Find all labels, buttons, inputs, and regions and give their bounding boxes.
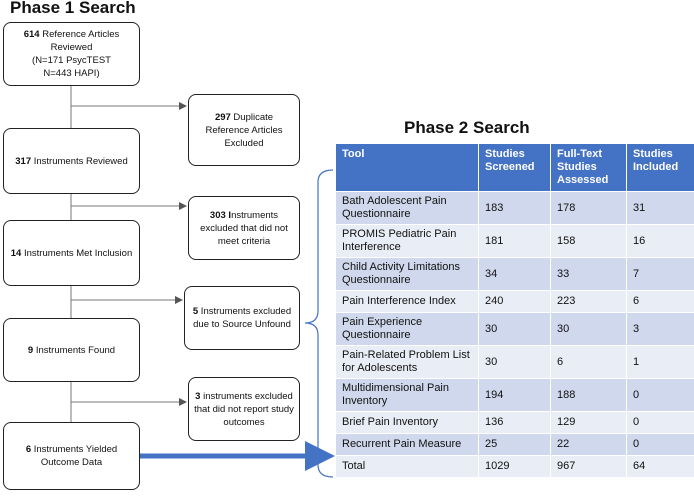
box-count: 3 <box>195 390 201 402</box>
value-cell: 64 <box>626 455 694 478</box>
box-text: Instruments Found <box>33 344 116 356</box>
flow-box-duplicates-excluded: 297 Duplicate Reference Articles Exclude… <box>188 94 300 166</box>
flow-box-articles-reviewed: 614 Reference Articles Reviewed (N=171 P… <box>3 22 140 86</box>
box-text: Instruments Yielded Outcome Data <box>31 444 118 468</box>
flow-box-instruments-reviewed: 317 Instruments Reviewed <box>3 128 140 194</box>
value-cell: 33 <box>550 257 627 291</box>
flow-box-no-outcomes: 3 instruments excluded that did not repo… <box>188 377 300 441</box>
box-count: 6 <box>25 444 32 455</box>
box-count: 14 <box>10 247 22 259</box>
tool-cell: Pain Interference Index <box>335 290 479 313</box>
value-cell: 0 <box>626 411 694 434</box>
value-cell: 188 <box>550 378 627 412</box>
value-cell: 967 <box>550 455 627 478</box>
value-cell: 6 <box>626 290 694 313</box>
value-cell: 7 <box>626 257 694 291</box>
tool-cell: PROMIS Pediatric Pain Interference <box>335 224 479 258</box>
value-cell: 0 <box>626 433 694 456</box>
box-text: instruments excluded that did not report… <box>194 390 294 428</box>
box-count: 317 <box>15 155 32 167</box>
value-cell: 178 <box>550 191 627 225</box>
column-header: Studies Screened <box>478 143 551 192</box>
value-cell: 30 <box>478 312 551 346</box>
value-cell: 183 <box>478 191 551 225</box>
box-sub: (N=171 PsycTEST <box>32 55 111 66</box>
tool-cell: Recurrent Pain Measure <box>335 433 479 456</box>
value-cell: 223 <box>550 290 627 313</box>
box-text: Instruments Met Inclusion <box>21 247 133 259</box>
value-cell: 6 <box>550 345 627 379</box>
flow-box-source-unfound: 5 Instruments excluded due to Source Unf… <box>184 286 300 350</box>
flow-box-outcome-data: 6 Instruments Yielded Outcome Data <box>3 422 140 490</box>
box-count: 614 <box>23 29 40 40</box>
table-row: Child Activity Limitations Questionnaire… <box>335 257 694 291</box>
flow-box-instruments-found: 9 Instruments Found <box>3 318 140 382</box>
box-text: Instruments excluded due to Source Unfou… <box>193 306 292 330</box>
phase1-title: Phase 1 Search <box>10 0 136 17</box>
box-text: Reference Articles Reviewed <box>39 29 120 53</box>
table-header-row: Tool Studies Screened Full-Text Studies … <box>335 143 694 192</box>
phase2-table: Tool Studies Screened Full-Text Studies … <box>335 143 694 478</box>
tool-cell: Pain-Related Problem List for Adolescent… <box>335 345 479 379</box>
box-count: 5 <box>192 306 199 317</box>
value-cell: 194 <box>478 378 551 412</box>
value-cell: 16 <box>626 224 694 258</box>
value-cell: 1 <box>626 345 694 379</box>
box-sub: N=443 HAPI) <box>43 68 100 79</box>
value-cell: 30 <box>478 345 551 379</box>
flow-box-criteria-excluded: 303 Instruments excluded that did not me… <box>188 196 300 260</box>
phase2-title: Phase 2 Search <box>404 118 530 137</box>
tool-cell: Bath Adolescent Pain Questionnaire <box>335 191 479 225</box>
value-cell: 25 <box>478 433 551 456</box>
table-row: Pain-Related Problem List for Adolescent… <box>335 345 694 379</box>
value-cell: 34 <box>478 257 551 291</box>
box-text: nstruments excluded that did not meet cr… <box>200 209 288 247</box>
tool-cell: Total <box>335 455 479 478</box>
box-count: 9 <box>27 344 34 356</box>
box-count: 303 I <box>209 209 232 221</box>
value-cell: 1029 <box>478 455 551 478</box>
value-cell: 129 <box>550 411 627 434</box>
column-header: Studies Included <box>626 143 694 192</box>
value-cell: 0 <box>626 378 694 412</box>
value-cell: 158 <box>550 224 627 258</box>
value-cell: 31 <box>626 191 694 225</box>
box-text: Duplicate Reference Articles Excluded <box>205 111 283 149</box>
tool-cell: Multidimensional Pain Inventory <box>335 378 479 412</box>
tool-cell: Pain Experience Questionnaire <box>335 312 479 346</box>
tool-cell: Child Activity Limitations Questionnaire <box>335 257 479 291</box>
value-cell: 181 <box>478 224 551 258</box>
box-count: 297 <box>214 111 231 123</box>
column-header: Tool <box>335 143 479 192</box>
box-text: Instruments Reviewed <box>31 155 128 167</box>
flow-box-met-inclusion: 14 Instruments Met Inclusion <box>3 220 140 286</box>
tool-cell: Brief Pain Inventory <box>335 411 479 434</box>
value-cell: 22 <box>550 433 627 456</box>
value-cell: 240 <box>478 290 551 313</box>
value-cell: 30 <box>550 312 627 346</box>
value-cell: 3 <box>626 312 694 346</box>
value-cell: 136 <box>478 411 551 434</box>
column-header: Full-Text Studies Assessed <box>550 143 627 192</box>
